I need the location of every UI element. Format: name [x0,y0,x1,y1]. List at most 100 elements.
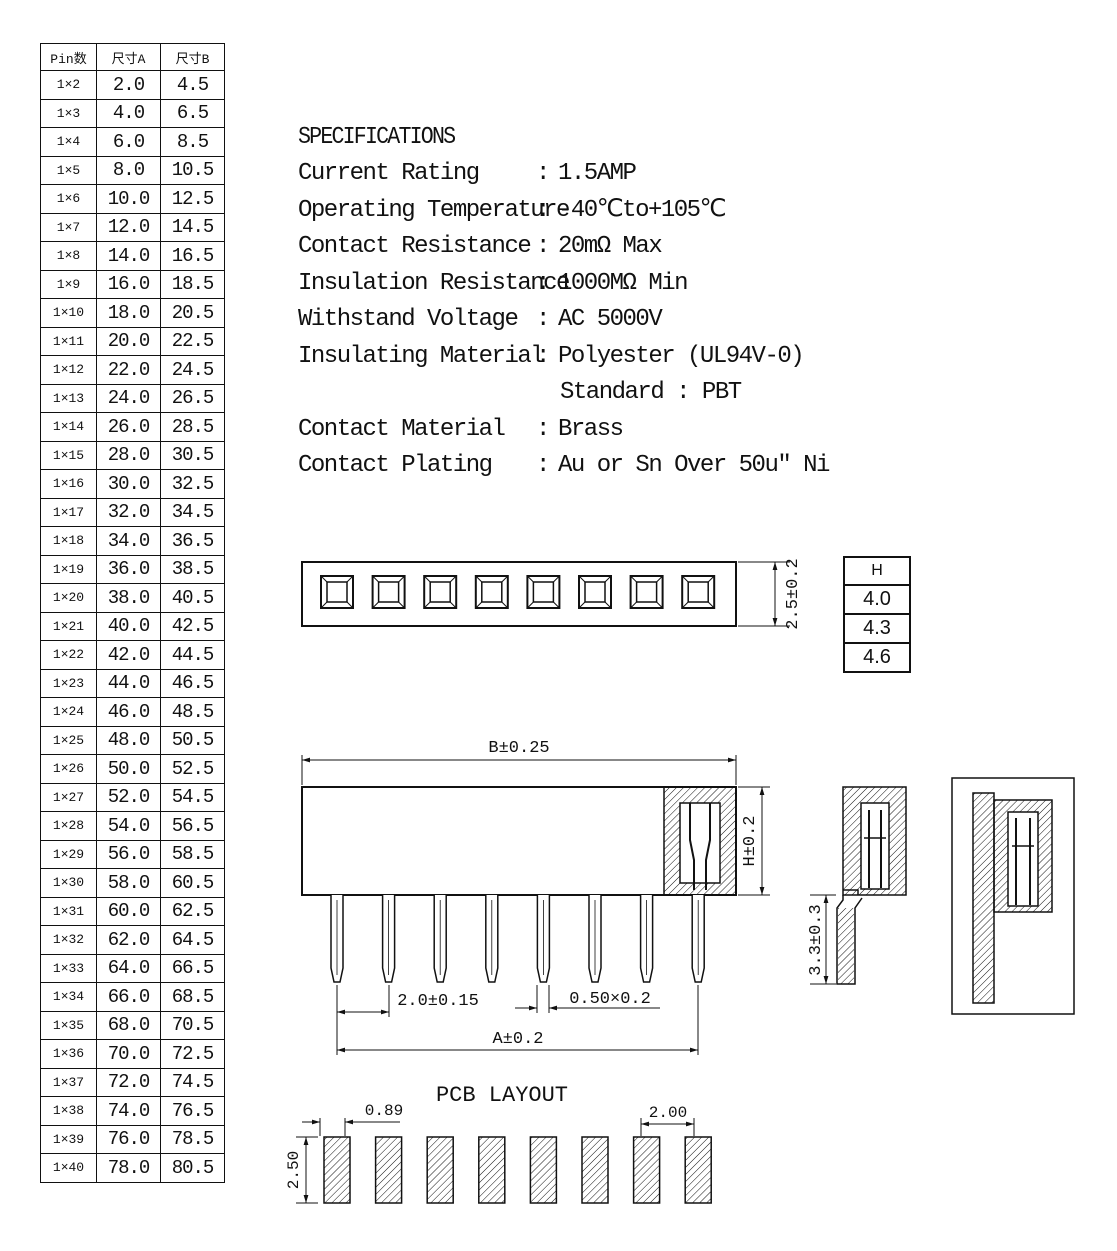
size-b-cell: 62.5 [160,896,225,926]
a-dimension-label: A±0.2 [492,1030,543,1049]
size-b-cell: 80.5 [160,1153,225,1183]
b-dimension-label: B±0.25 [488,739,549,758]
contact-hole-outer [681,575,716,609]
detail-frame [951,777,1075,1015]
contact-hole-chamfer [372,575,405,609]
size-b-cell: 42.5 [160,611,225,641]
size-b-cell: 52.5 [160,754,225,784]
spec-label: Contact Material [298,415,506,443]
spec-label: Insulating Material [298,342,545,370]
contact-hole-chamfer [475,575,509,609]
contact-hole-inner [687,581,709,603]
size-b-cell: 30.5 [160,440,225,470]
spec-value: 1.5AMP [558,160,637,187]
contact-hole-chamfer [681,575,715,609]
side-cavity [860,802,890,890]
spec-colon: : [536,160,551,187]
size-b-cell: 6.5 [160,98,225,128]
contact-hole-inner [377,581,400,603]
size-a-cell: 70.0 [96,1039,161,1069]
side-tail-hatch [838,908,854,984]
contact-hole-outer [474,575,509,609]
pcb-pad [529,1136,558,1204]
spec-row: Contact Resistance:20mΩ Max [298,229,798,266]
size-b-cell: 8.5 [160,127,225,157]
spec-row: Withstand Voltage:AC 5000V [298,302,798,339]
size-a-cell: 52.0 [96,782,161,812]
pcb-pad [478,1136,506,1204]
size-a-cell: 76.0 [96,1124,161,1154]
spec-colon: : [536,415,551,443]
spec-label: Current Rating [298,160,480,187]
contact-hole-inner [532,581,555,603]
size-a-cell: 16.0 [96,269,161,299]
pcb-pad [374,1136,403,1204]
spec-label: Withstand Voltage [298,306,519,333]
pin-count-cell: 1×38 [40,1096,97,1126]
spec-value: Brass [558,415,624,443]
pin-count-cell: 1×15 [40,440,97,470]
pin-count-cell: 1×22 [40,640,97,670]
spec-value: Polyester (UL94V-0) [558,342,805,370]
side-tail [836,889,863,985]
pad-width-label: 0.89 [365,1102,403,1120]
detail-tail [972,792,995,1004]
height-value: 4.6 [843,642,911,673]
size-b-cell: 68.5 [160,982,225,1012]
size-a-cell: 78.0 [96,1153,161,1183]
contact-hole-inner [481,581,503,603]
spec-label: Contact Resistance [298,233,532,260]
height-value: 4.3 [843,613,911,644]
pin-count-cell: 1×37 [40,1067,97,1097]
spec-value: 20mΩ Max [558,233,663,260]
spec-row: Insulation Resistance:1000MΩ Min [298,266,798,303]
size-b-cell: 14.5 [160,212,225,242]
pin-count-cell: 1×27 [40,782,97,812]
spec-value: Standard : PBT [560,379,742,406]
size-a-cell: 28.0 [96,440,161,470]
front-view: B±0.25 H±0.2 2.0±0.15 0.50×0.2 A±0.2 [301,739,770,1055]
contact-hole-outer [320,575,354,609]
spec-colon: : [536,233,551,260]
pad-pitch-label: 2.00 [649,1104,687,1122]
size-a-cell: 18.0 [96,298,161,328]
size-a-cell: 58.0 [96,868,161,898]
spec-label: Insulation Resistance [298,269,570,297]
spec-colon: : [536,452,551,479]
size-b-cell: 4.5 [160,70,225,100]
size-a-cell: 8.0 [96,155,161,185]
spec-row: Standard : PBT [298,375,798,412]
side-view: 3.3±0.3 [807,786,907,985]
size-a-cell: 24.0 [96,383,161,413]
spec-colon: : [536,269,551,297]
contact-hole-inner [635,581,658,603]
width-dimension-label: 2.5±0.2 [784,558,803,629]
pin-count-cell: 1×23 [40,668,97,698]
pin-count-cell: 1×19 [40,554,97,584]
size-b-cell: 78.5 [160,1124,225,1154]
pin-count-cell: 1×9 [40,269,97,299]
pin-count-cell: 1×24 [40,697,97,727]
contact-hole-chamfer [320,575,354,609]
size-a-cell: 46.0 [96,697,161,727]
size-b-cell: 58.5 [160,839,225,869]
pcb-layout-title: PCB LAYOUT [436,1083,568,1108]
size-b-cell: 22.5 [160,326,225,356]
size-a-cell: 32.0 [96,497,161,527]
size-b-cell: 26.5 [160,383,225,413]
contact-hole-chamfer [578,575,612,609]
